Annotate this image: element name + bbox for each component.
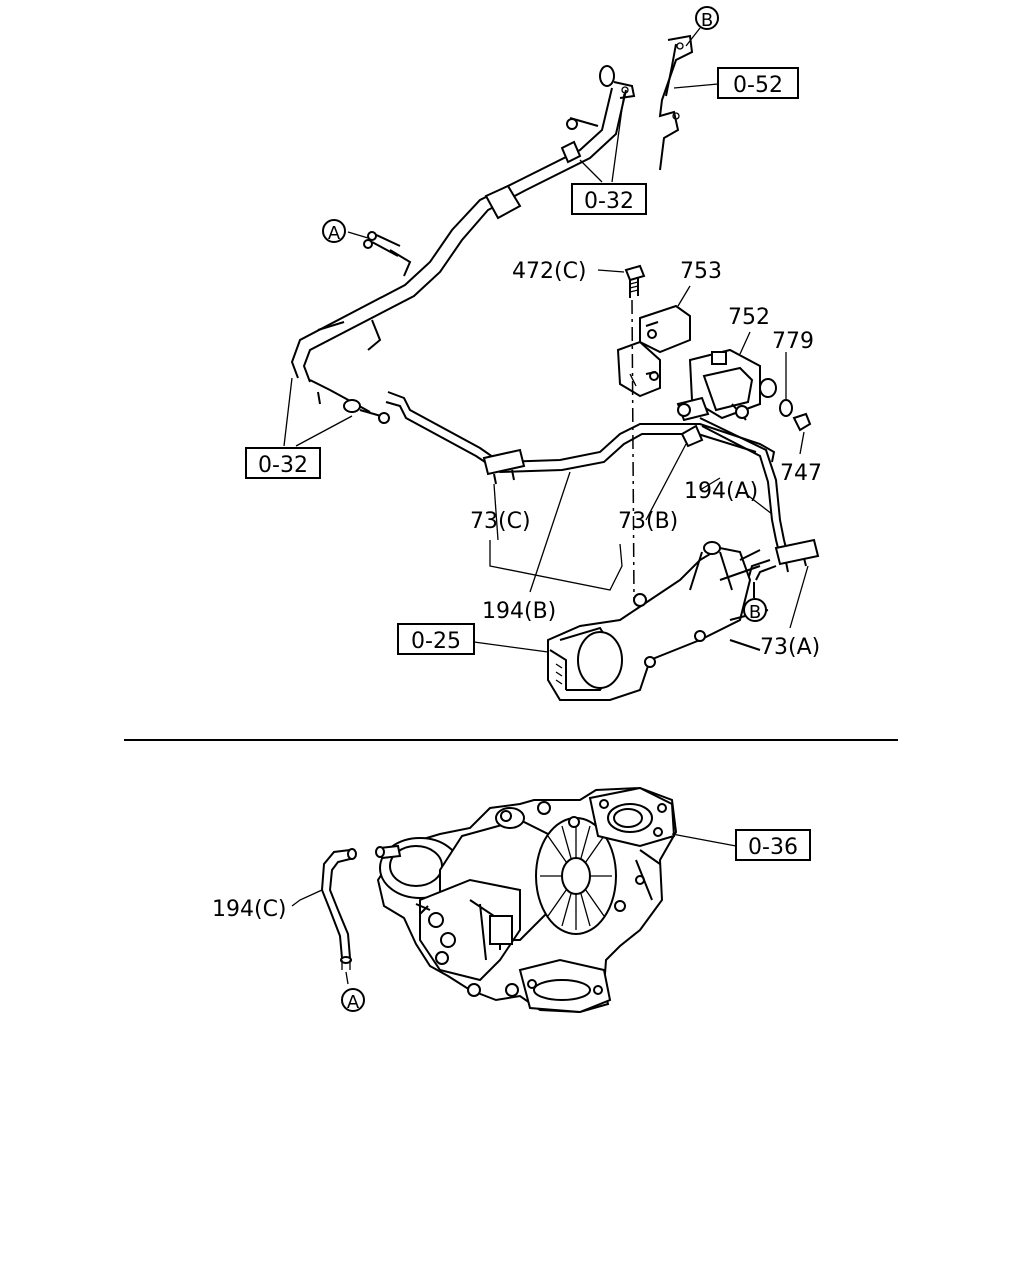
compressor-wheel — [540, 822, 612, 930]
ref-box-032-top: 0-32 — [571, 183, 647, 215]
label-752: 752 — [728, 305, 770, 330]
nut-747 — [792, 412, 812, 432]
svg-text:A: A — [347, 992, 360, 1013]
hose-194c — [320, 848, 357, 985]
vacuum-pipe — [290, 65, 636, 424]
hose-194a — [699, 417, 820, 581]
turbocharger — [375, 786, 678, 1014]
ref-box-025: 0-25 — [397, 623, 475, 655]
bracket-052 — [658, 34, 694, 171]
label-194a: 194(A) — [684, 479, 758, 504]
marker-b-top: B — [695, 6, 719, 31]
ref-box-052: 0-52 — [717, 67, 799, 99]
label-779: 779 — [772, 329, 814, 354]
label-747: 747 — [780, 461, 822, 486]
hose-194b — [385, 391, 776, 485]
marker-a-bottom: A — [341, 988, 365, 1013]
lower-section: A 0-36 194(C) — [212, 786, 811, 1014]
ref-box-036: 0-36 — [735, 829, 811, 861]
label-73c: 73(C) — [470, 509, 531, 534]
bolt-472c — [624, 264, 646, 298]
ref-box-032-left: 0-32 — [245, 447, 321, 479]
svg-text:A: A — [328, 223, 341, 244]
label-753: 753 — [680, 259, 722, 284]
upper-section: B A B 0-52 0-32 0-32 0-25 472(C) — [245, 6, 822, 701]
label-73a: 73(A) — [760, 635, 820, 660]
marker-b-lower: B — [743, 582, 767, 623]
wastegate-actuator — [415, 878, 521, 997]
label-194b: 194(B) — [482, 599, 556, 624]
svg-text:0-52: 0-52 — [733, 73, 783, 98]
intake-manifold — [547, 541, 769, 701]
svg-text:B: B — [749, 602, 761, 623]
solenoid-752 — [676, 348, 777, 422]
svg-text:0-25: 0-25 — [411, 629, 461, 654]
leader-194c — [291, 889, 323, 907]
centre-line — [631, 299, 635, 601]
label-73b: 73(B) — [618, 509, 678, 534]
svg-text:0-36: 0-36 — [748, 835, 798, 860]
label-194c: 194(C) — [212, 897, 287, 922]
washer-779 — [779, 399, 793, 417]
marker-a-left: A — [322, 219, 346, 244]
leader-036 — [671, 833, 737, 847]
svg-text:0-32: 0-32 — [584, 189, 634, 214]
label-472c: 472(C) — [512, 259, 587, 284]
leader-lines — [283, 27, 809, 653]
svg-text:0-32: 0-32 — [258, 453, 308, 478]
svg-text:B: B — [701, 10, 713, 31]
bracket-753 — [616, 304, 691, 398]
